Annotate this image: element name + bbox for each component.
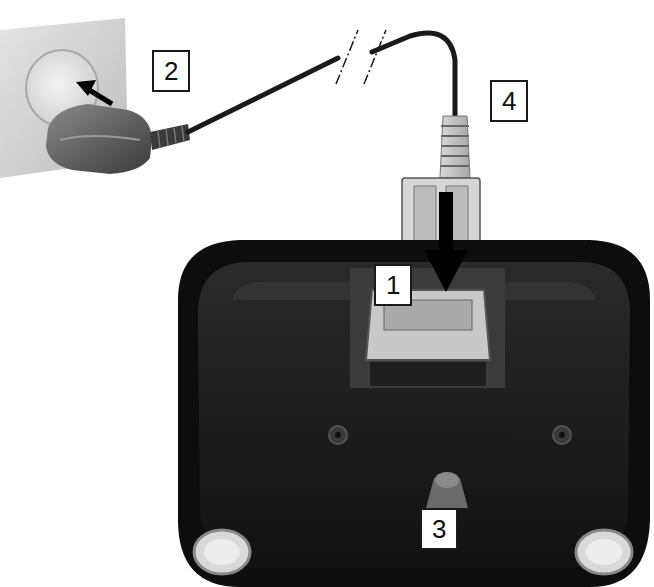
strain-ridges [158, 126, 184, 148]
callout-box: 4 [490, 80, 528, 122]
screw-hole [335, 432, 341, 438]
callout-box: 2 [152, 50, 190, 92]
callout-box: 3 [420, 508, 458, 550]
screw-hole [559, 432, 565, 438]
screw [553, 426, 571, 444]
callout-number: 1 [386, 270, 400, 300]
connector-ridge [414, 186, 436, 248]
base-ridge [505, 282, 596, 300]
adapter-edge [60, 136, 140, 140]
charger-base [178, 240, 650, 587]
insert-arrow-head [424, 250, 468, 292]
rubber-foot [194, 530, 250, 574]
adapter-strain-relief [150, 124, 190, 150]
cable-guide-hook [435, 472, 459, 488]
rubber-foot-center [204, 539, 240, 565]
callout-number: 4 [502, 86, 516, 116]
connector-strain-relief [440, 116, 470, 178]
rubber-foot-center [586, 539, 622, 565]
insert-arrow-head [76, 80, 96, 96]
callout-number: 2 [164, 56, 178, 86]
socket-channel [370, 362, 486, 386]
power-adapter [46, 104, 152, 174]
cable [188, 58, 338, 132]
callout-number: 3 [432, 514, 446, 544]
screw [329, 426, 347, 444]
cable-break-mark [336, 30, 358, 84]
rubber-foot [576, 530, 632, 574]
base-underside [198, 262, 630, 568]
base-ridge [232, 282, 350, 300]
cable [372, 33, 455, 118]
callout-box: 1 [374, 264, 412, 306]
cable-break-mark [364, 30, 386, 84]
connector-ridges [441, 126, 469, 166]
